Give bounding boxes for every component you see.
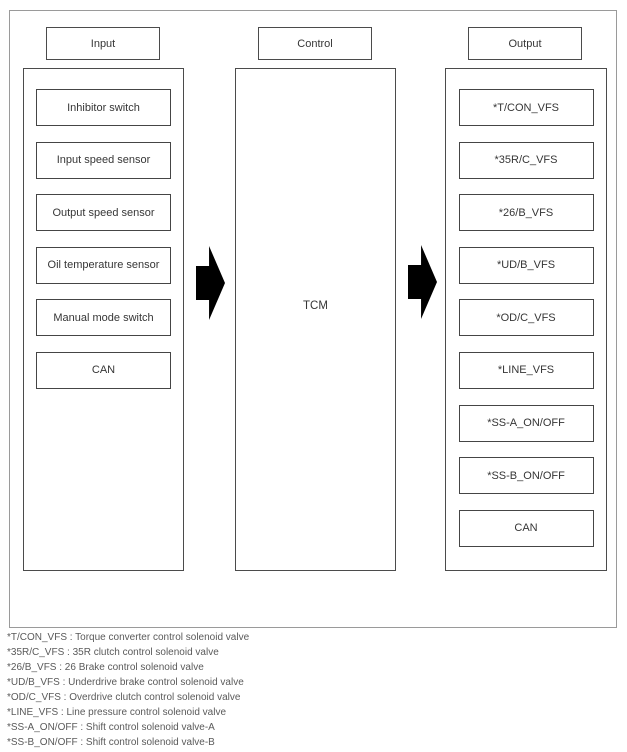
input-box-manual-mode-switch: Manual mode switch: [36, 299, 171, 337]
column-header-control-label: Control: [297, 37, 333, 50]
output-box-35rc-vfs: *35R/C_VFS: [458, 141, 594, 179]
output-box-ss-a-onoff: *SS-A_ON/OFF: [458, 404, 594, 442]
footnote-line: *UD/B_VFS : Underdrive brake control sol…: [7, 677, 244, 688]
input-box-inhibitor-switch: Inhibitor switch: [36, 89, 171, 126]
footnote-line: *LINE_VFS : Line pressure control soleno…: [7, 707, 227, 718]
control-container: TCM: [235, 68, 396, 571]
column-header-input-label: Input: [90, 37, 116, 50]
output-container: *T/CON_VFS *35R/C_VFS *26/B_VFS *UD/B_VF…: [445, 68, 607, 571]
footnote-line: *35R/C_VFS : 35R clutch control solenoid…: [7, 647, 219, 658]
output-box-line-vfs: *LINE_VFS: [458, 351, 594, 389]
column-header-input: Input: [46, 27, 160, 60]
column-header-control: Control: [258, 27, 372, 60]
output-box-26b-vfs: *26/B_VFS: [458, 194, 594, 232]
column-header-output-label: Output: [508, 37, 542, 50]
input-box-output-speed-sensor: Output speed sensor: [36, 194, 171, 232]
tcm-label: TCM: [303, 299, 328, 312]
output-box-udb-vfs: *UD/B_VFS: [458, 246, 594, 284]
input-box-can: CAN: [36, 351, 171, 389]
footnote-line: *OD/C_VFS : Overdrive clutch control sol…: [7, 692, 241, 703]
footnote-line: *T/CON_VFS : Torque converter control so…: [7, 632, 250, 643]
input-container: Inhibitor switch Input speed sensor Outp…: [23, 68, 184, 571]
output-box-tcon-vfs: *T/CON_VFS: [458, 89, 594, 126]
input-box-oil-temperature-sensor: Oil temperature sensor: [36, 246, 171, 284]
output-box-odc-vfs: *OD/C_VFS: [458, 299, 594, 337]
footnote-line: *26/B_VFS : 26 Brake control solenoid va…: [7, 662, 204, 673]
column-header-output: Output: [468, 27, 582, 60]
footnotes: *T/CON_VFS : Torque converter control so…: [7, 630, 249, 750]
footnote-line: *SS-B_ON/OFF : Shift control solenoid va…: [7, 737, 215, 748]
output-box-can: CAN: [458, 509, 594, 547]
output-box-ss-b-onoff: *SS-B_ON/OFF: [458, 457, 594, 495]
input-box-input-speed-sensor: Input speed sensor: [36, 141, 171, 179]
footnote-line: *SS-A_ON/OFF : Shift control solenoid va…: [7, 722, 215, 733]
